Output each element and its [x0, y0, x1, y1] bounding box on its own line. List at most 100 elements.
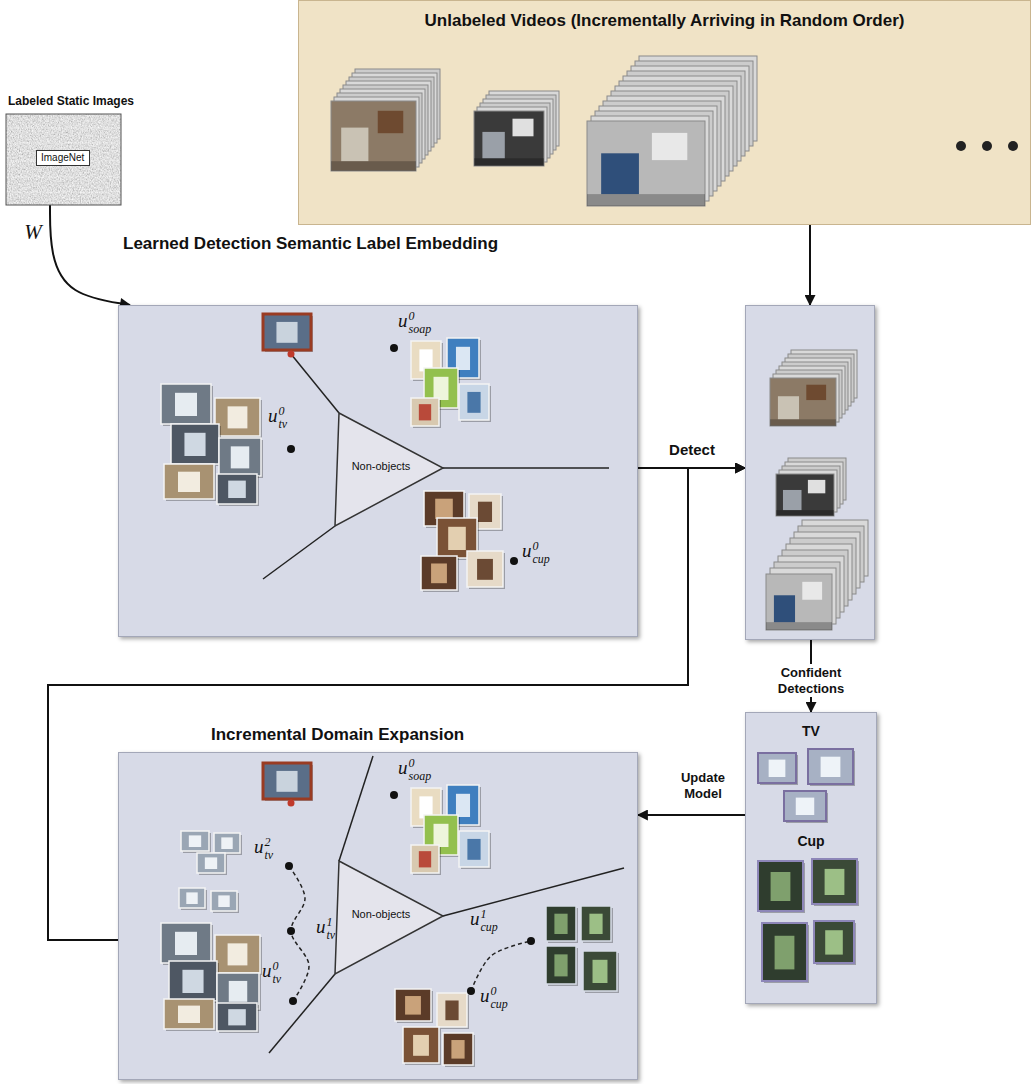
- image-thumbnail: [546, 946, 576, 984]
- non-object-triangle: [335, 861, 443, 974]
- noise-streak: [6, 142, 121, 144]
- scene-object: [341, 128, 368, 162]
- thumbnail-object: [435, 499, 453, 519]
- video-frame: [331, 101, 416, 171]
- panel-heading: Confident Detections: [766, 664, 856, 697]
- thumbnail-object: [821, 757, 841, 777]
- embedding-point: [390, 791, 398, 799]
- text-holder: u0tv: [268, 405, 287, 430]
- image-border: [6, 114, 121, 205]
- thumbnail-object: [434, 377, 449, 400]
- image-thumbnail: [217, 474, 257, 504]
- edge-label: Detect: [648, 441, 736, 459]
- noise-streak: [6, 176, 121, 178]
- thumbnail-object: [825, 930, 843, 954]
- image-thumbnail: [459, 384, 489, 420]
- thumbnail-object: [175, 393, 197, 416]
- image-thumbnail: [263, 314, 311, 350]
- image-thumbnail: [214, 833, 240, 853]
- scene-object: [802, 582, 822, 600]
- video-frame: [587, 121, 705, 206]
- thumbnail-object: [825, 869, 845, 895]
- image-thumbnail: [161, 923, 211, 963]
- text-holder: Cup: [746, 833, 876, 850]
- thumbnail-object: [276, 322, 297, 343]
- embedding-point: [390, 344, 398, 352]
- thumbnail-object: [229, 981, 247, 1002]
- thumbnail-object: [434, 824, 449, 847]
- image-thumbnail: [171, 424, 219, 464]
- non-object-region: Non-objects: [335, 861, 443, 976]
- scene-floor: [776, 510, 834, 516]
- video-frame: [474, 111, 544, 166]
- noise-image: [6, 114, 121, 205]
- image-thumbnail: [197, 853, 225, 873]
- boundary-line: [291, 354, 339, 413]
- image-thumbnail: [263, 763, 311, 799]
- thumbnail-object: [221, 837, 232, 849]
- thumbnail-object: [456, 347, 470, 370]
- thumbnail-object: [228, 943, 248, 965]
- image-thumbnail: [546, 906, 576, 941]
- text-holder: Non-objects: [343, 460, 419, 473]
- image-thumbnail: [164, 464, 214, 499]
- thumbnail-object: [451, 1040, 464, 1059]
- arrow-connector: [50, 205, 130, 305]
- image-thumbnail: [443, 1033, 473, 1065]
- image-dataset-box: Labeled Static ImagesImageNet: [6, 114, 121, 205]
- thumbnail-object: [228, 1009, 246, 1025]
- thumbnail-object: [769, 760, 786, 777]
- scene-floor: [766, 622, 832, 630]
- text-holder: Confident Detections: [766, 664, 856, 697]
- text-holder: u0soap: [398, 310, 431, 335]
- text-holder: Learned Detection Semantic Label Embeddi…: [123, 234, 498, 254]
- thumbnail-object: [771, 872, 791, 901]
- panel-heading: Incremental Domain Expansion: [211, 725, 464, 745]
- scene-object: [652, 133, 687, 160]
- embedding-point: [287, 927, 295, 935]
- image-thumbnail: [581, 906, 611, 941]
- vector-label: u0soap: [398, 310, 431, 335]
- scene-floor: [770, 419, 836, 426]
- vector-label: u0cup: [522, 540, 550, 565]
- thumbnail-object: [231, 446, 249, 468]
- thumbnail-object: [186, 892, 197, 904]
- thumbnail-object: [205, 857, 217, 869]
- thumbnail-object: [593, 960, 608, 983]
- thumbnail-object: [228, 406, 248, 428]
- scene-object: [378, 111, 404, 133]
- image-thumbnail: [758, 753, 796, 783]
- text-holder: u0soap: [398, 757, 431, 782]
- thumbnail-object: [554, 914, 567, 934]
- thumbnail-object: [796, 798, 814, 815]
- scene-floor: [331, 161, 416, 171]
- thumbnail-object: [467, 392, 480, 413]
- embedding-point: [288, 351, 295, 358]
- text-holder: Labeled Static Images: [8, 94, 134, 108]
- thumbnail-object: [276, 771, 297, 792]
- boundary-line: [443, 467, 609, 469]
- arrow-connector: [638, 814, 745, 816]
- scene-object: [601, 153, 639, 194]
- image-thumbnail: [808, 749, 853, 784]
- thumbnail-object: [218, 895, 229, 907]
- thumbnail-object: [431, 563, 447, 583]
- video-stacks: [746, 306, 876, 641]
- embedding-panel: Learned Detection Semantic Label Embeddi…: [118, 305, 638, 637]
- thumbnail-object: [589, 914, 602, 934]
- thumbnail-object: [175, 932, 197, 955]
- video-frame: [776, 474, 834, 516]
- scene-object: [774, 595, 795, 622]
- non-object-triangle: [335, 413, 443, 526]
- panel-title: Unlabeled Videos (Incrementally Arriving…: [299, 11, 1030, 31]
- scene-object: [783, 490, 802, 510]
- edge-label: Update Model: [672, 770, 734, 801]
- image-thumbnail: [814, 921, 854, 963]
- detection-thumbnails: [746, 713, 878, 1005]
- panel-heading: Learned Detection Semantic Label Embeddi…: [123, 234, 498, 254]
- text-holder: Incremental Domain Expansion: [211, 725, 464, 745]
- thumbnail-object: [184, 433, 205, 456]
- image-thumbnail: [217, 1003, 257, 1031]
- image-thumbnail: [161, 384, 211, 424]
